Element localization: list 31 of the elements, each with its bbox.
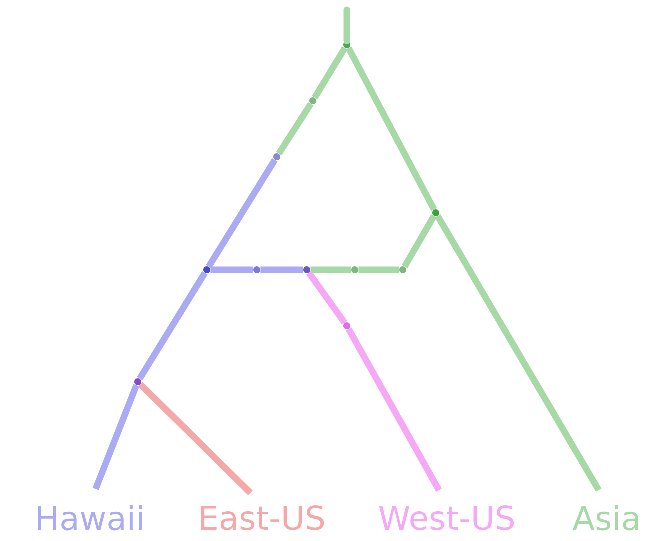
branch-dot [310, 97, 316, 104]
branch-dot [432, 209, 440, 216]
tree-branch [137, 271, 208, 381]
leaf-label: Hawaii [38, 505, 142, 531]
tree-branch [260, 266, 304, 274]
tree-branch [138, 382, 253, 496]
branch-dot [274, 153, 280, 160]
tree-branch [306, 271, 348, 325]
tree-branch [276, 102, 314, 156]
tree-branch [206, 158, 278, 269]
branch-dot [400, 266, 406, 274]
tree-branch [346, 328, 442, 492]
branch-dot [254, 266, 260, 274]
tree-branch [358, 266, 400, 274]
branch-dot [344, 322, 350, 330]
branch-dot [344, 42, 350, 48]
tree-branch [210, 266, 254, 274]
branch-dot [352, 266, 358, 274]
tree-branch [310, 266, 352, 274]
tree-branch [346, 46, 438, 212]
leaf-label: East-US [201, 506, 324, 530]
branch-dot [204, 266, 210, 274]
branch-dot [134, 378, 142, 386]
tree-branch [312, 46, 348, 100]
branch-dot [304, 266, 310, 274]
leaf-label: West-US [379, 506, 514, 530]
leaf-label: Asia [572, 505, 638, 531]
tree-branch [435, 214, 602, 492]
tree-branch [92, 384, 140, 490]
tree-branch [402, 214, 437, 268]
tree-branch [344, 6, 350, 45]
